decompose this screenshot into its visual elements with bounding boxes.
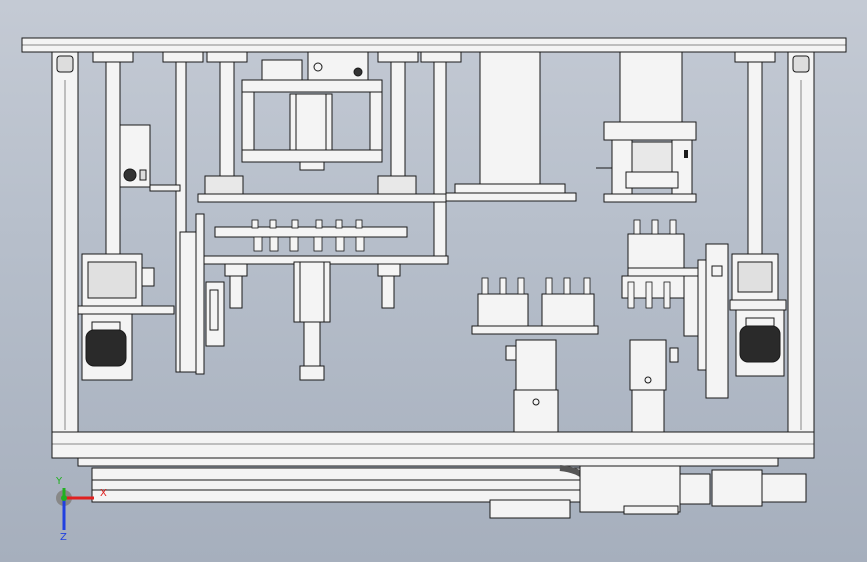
upper-cylinder-module xyxy=(197,51,447,203)
center-nozzle-bank xyxy=(471,277,599,335)
bridge-beam xyxy=(179,219,449,265)
right-vertical-slide xyxy=(697,243,729,399)
bottom-linear-module xyxy=(91,465,807,519)
right-post xyxy=(787,51,815,433)
right-nozzle-rack xyxy=(621,219,699,337)
coordinate-triad xyxy=(56,488,94,530)
z-axis-label: Z xyxy=(60,532,67,543)
right-gear-motor xyxy=(729,253,787,377)
center-cylinder xyxy=(224,261,401,381)
base-plate xyxy=(51,431,815,467)
left-gear-motor xyxy=(77,253,175,381)
x-axis-label: X xyxy=(100,488,107,499)
center-column xyxy=(445,51,577,202)
left-vertical-slide xyxy=(179,213,225,375)
right-motor-assembly xyxy=(596,51,697,203)
lift-cylinder-right xyxy=(629,339,679,433)
y-axis-label: Y xyxy=(56,476,63,487)
left-post xyxy=(51,51,79,433)
sensor-box xyxy=(119,124,181,192)
top-plate xyxy=(21,37,847,53)
hanger-rods xyxy=(92,51,776,373)
lift-cylinder-left xyxy=(505,339,559,433)
